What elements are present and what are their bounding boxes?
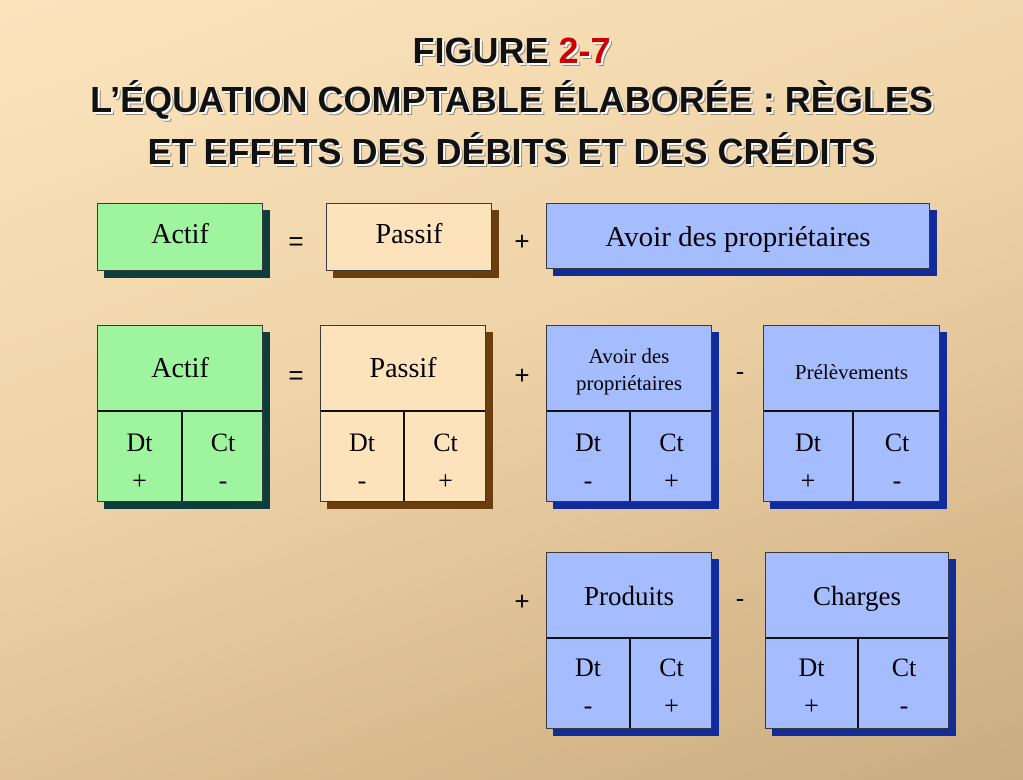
credit-sign: -: [892, 466, 902, 495]
row2-minus: -: [735, 356, 745, 386]
credit-label: Ct: [891, 653, 917, 682]
credit-sign: -: [218, 466, 228, 495]
taccount-passif: Passif Dt - Ct +: [320, 325, 486, 502]
taccount-prelevements-label: Prélèvements: [794, 360, 909, 384]
debit-sign: +: [800, 466, 816, 495]
credit-label: Ct: [659, 653, 684, 682]
row1-equals: =: [288, 226, 304, 256]
credit-label: Ct: [884, 428, 910, 457]
debit-column: Dt -: [547, 424, 629, 500]
debit-label: Dt: [575, 428, 601, 457]
credit-sign: -: [899, 691, 909, 720]
title-line-3: ET EFFETS DES DÉBITS ET DES CRÉDITS: [147, 131, 876, 172]
debit-sign: +: [132, 466, 147, 495]
debit-sign: +: [804, 691, 819, 720]
row3-minus: -: [735, 583, 745, 613]
row2-plus: +: [514, 360, 530, 390]
debit-label: Dt: [798, 653, 825, 682]
taccount-passif-label: Passif: [369, 353, 437, 384]
row1-plus: +: [514, 226, 530, 256]
row1-passif-label: Passif: [375, 219, 443, 250]
figure-word: FIGURE: [412, 30, 549, 71]
title-line-2: L’ÉQUATION COMPTABLE ÉLABORÉE : RÈGLES: [90, 79, 933, 120]
debit-label: Dt: [349, 428, 375, 457]
taccount-divider: [181, 410, 183, 501]
credit-column: Ct -: [854, 424, 940, 500]
taccount-divider: [852, 410, 854, 501]
credit-column: Ct +: [631, 424, 712, 500]
credit-sign: +: [438, 466, 453, 495]
row3-plus: +: [514, 586, 530, 616]
taccount-charges-header: Charges: [766, 553, 948, 639]
taccount-divider: [857, 637, 859, 728]
row1-avoir-box: Avoir des propriétaires: [546, 203, 930, 269]
debit-sign: -: [583, 691, 593, 720]
debit-sign: -: [357, 466, 367, 495]
figure-title: FIGURE 2-7: [0, 30, 1023, 72]
taccount-avoir-label: Avoir des propriétaires: [547, 343, 711, 397]
taccount-prelevements: Prélèvements Dt + Ct -: [763, 325, 940, 502]
taccount-charges: Charges Dt + Ct -: [765, 552, 949, 729]
debit-column: Dt +: [764, 424, 852, 500]
taccount-prelevements-header: Prélèvements: [764, 326, 939, 412]
row1-passif-box: Passif: [326, 203, 492, 271]
debit-label: Dt: [795, 428, 821, 457]
row1-actif-box: Actif: [97, 203, 263, 271]
credit-sign: +: [664, 466, 679, 495]
taccount-divider: [629, 637, 631, 728]
debit-sign: -: [583, 466, 593, 495]
debit-label: Dt: [575, 653, 601, 682]
row2-equals: =: [288, 360, 304, 390]
credit-column: Ct +: [631, 649, 712, 725]
taccount-charges-label: Charges: [813, 581, 901, 611]
credit-label: Ct: [210, 428, 236, 457]
credit-label: Ct: [433, 428, 458, 457]
taccount-actif: Actif Dt + Ct -: [97, 325, 263, 502]
debit-column: Dt +: [766, 649, 857, 725]
taccount-produits-header: Produits: [547, 553, 711, 639]
row1-actif-label: Actif: [151, 219, 209, 250]
debit-column: Dt +: [98, 424, 181, 500]
credit-column: Ct +: [405, 424, 486, 500]
taccount-divider: [629, 410, 631, 501]
taccount-avoir-label-line2: propriétaires: [575, 371, 683, 395]
figure-number: 2-7: [558, 30, 611, 71]
credit-column: Ct -: [183, 424, 263, 500]
debit-column: Dt -: [321, 424, 403, 500]
row1-avoir-label: Avoir des propriétaires: [605, 221, 871, 253]
credit-column: Ct -: [859, 649, 949, 725]
taccount-actif-header: Actif: [98, 326, 262, 412]
taccount-avoir-label-line1: Avoir des: [588, 344, 670, 368]
taccount-produits: Produits Dt - Ct +: [546, 552, 712, 729]
taccount-passif-header: Passif: [321, 326, 485, 412]
taccount-actif-label: Actif: [151, 353, 209, 384]
debit-label: Dt: [126, 428, 153, 457]
taccount-divider: [403, 410, 405, 501]
debit-column: Dt -: [547, 649, 629, 725]
taccount-avoir-header: Avoir des propriétaires: [547, 326, 711, 412]
taccount-avoir: Avoir des propriétaires Dt - Ct +: [546, 325, 712, 502]
credit-label: Ct: [659, 428, 684, 457]
taccount-produits-label: Produits: [583, 581, 675, 611]
credit-sign: +: [664, 691, 679, 720]
